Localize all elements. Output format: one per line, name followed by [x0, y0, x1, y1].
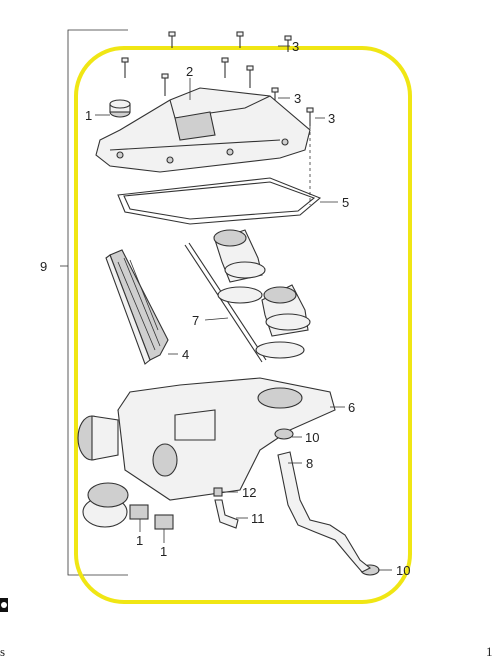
callout-7: 7 [192, 313, 199, 328]
callout-3-a: 3 [292, 39, 299, 54]
air-box-body [117, 377, 336, 501]
callout-1-bottom-b: 1 [160, 544, 167, 559]
drain-hose [277, 451, 372, 573]
callout-10-lower: 10 [396, 563, 410, 578]
intake-boot-bottom [82, 482, 129, 528]
snorkel-left [77, 415, 119, 461]
callout-10-upper: 10 [305, 430, 319, 445]
callout-2: 2 [186, 64, 193, 79]
callout-1-bottom-a: 1 [136, 533, 143, 548]
callout-12: 12 [242, 485, 256, 500]
callout-5: 5 [342, 195, 349, 210]
callout-9: 9 [40, 259, 47, 274]
grommet-top [109, 99, 131, 118]
intake-duct-lower [255, 284, 311, 359]
brand-logo [0, 598, 8, 612]
assembly-bracket [60, 29, 128, 576]
callout-11: 11 [251, 511, 265, 526]
grommet-bottom-2 [154, 514, 174, 530]
drain-plug-upper [274, 428, 294, 440]
callout-4: 4 [182, 347, 189, 362]
intake-duct-upper [213, 229, 266, 304]
callout-1-top: 1 [85, 108, 92, 123]
tube-clip [213, 487, 223, 497]
air-box-cover [95, 87, 311, 173]
callout-8: 8 [306, 456, 313, 471]
callout-6: 6 [348, 400, 355, 415]
callout-3-b: 3 [294, 91, 301, 106]
grommet-bottom-1 [129, 504, 149, 520]
breather-tube [214, 499, 239, 529]
highlight-frame [74, 46, 412, 604]
air-filter [105, 249, 169, 365]
gasket [117, 177, 322, 225]
leader-lines [95, 45, 392, 571]
callout-3-c: 3 [328, 111, 335, 126]
footer-left-text: s [0, 644, 6, 659]
footer-right-text: 1 [486, 644, 493, 659]
